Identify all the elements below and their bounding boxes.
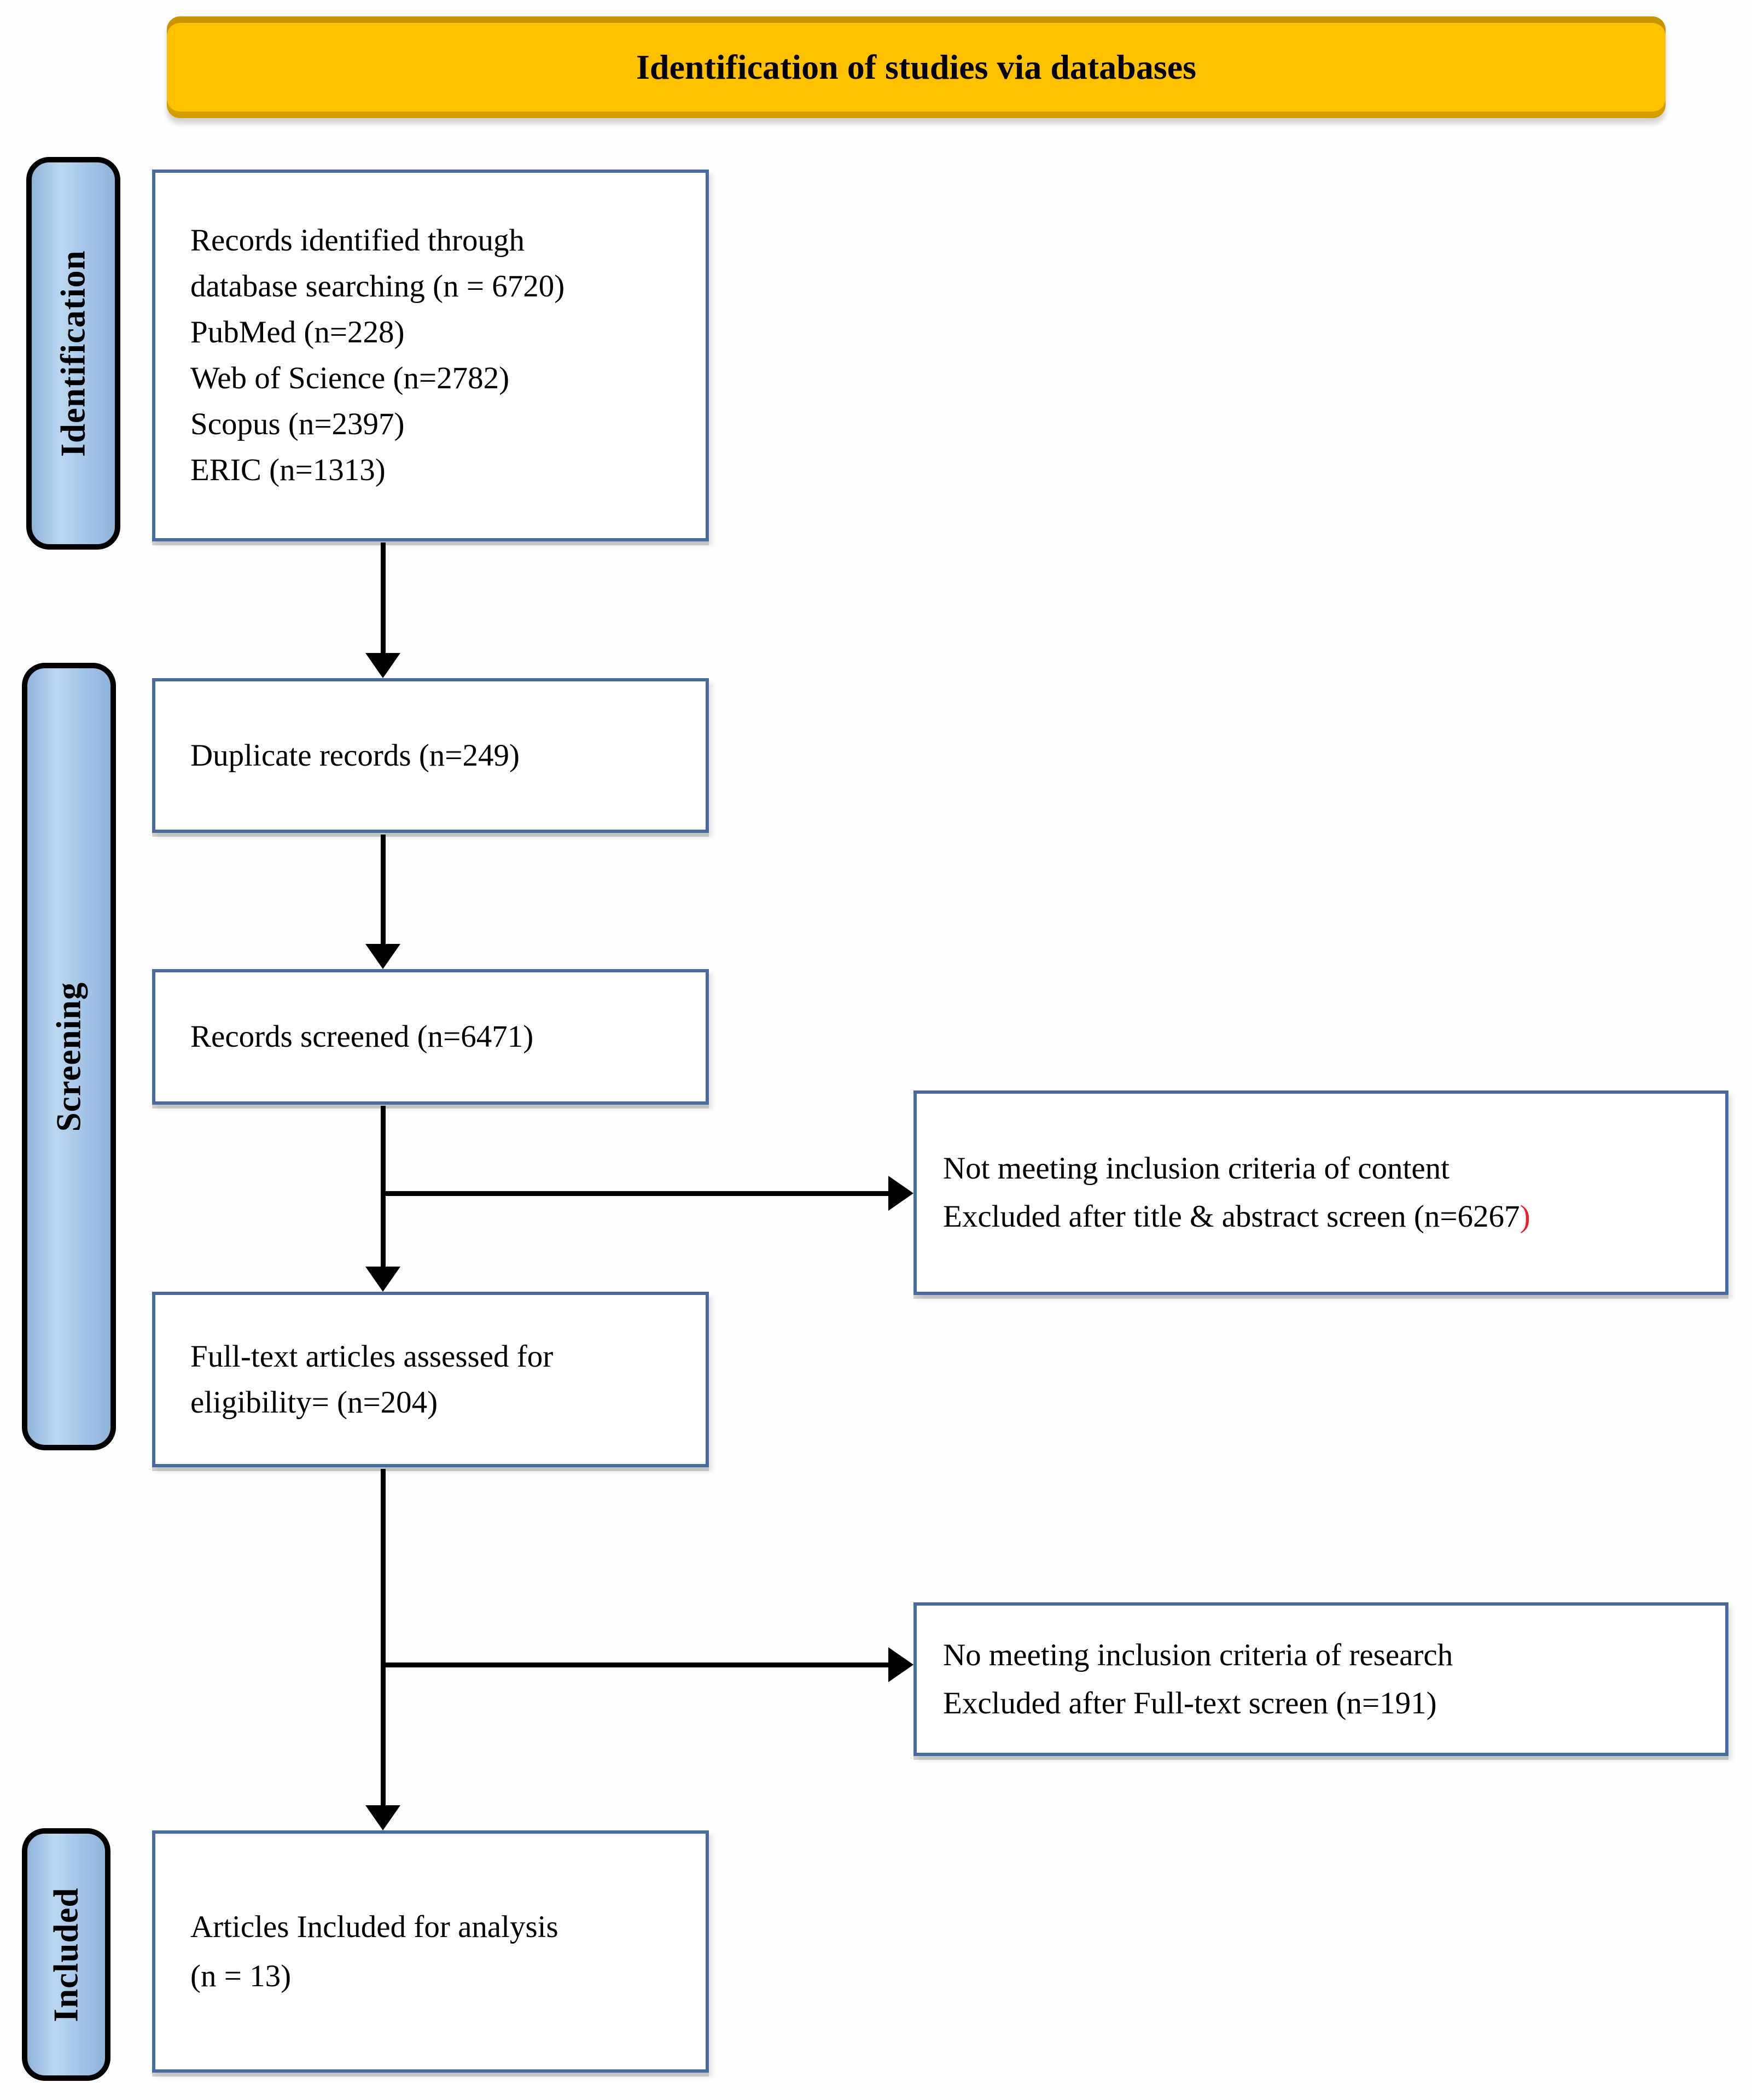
box-text-line: ERIC (n=1313) [190, 453, 386, 487]
box-text-line: Excluded after Full-text screen (n=191) [943, 1685, 1437, 1720]
box-text-line: Duplicate records (n=249) [190, 738, 520, 773]
box-articles-included: Articles Included for analysis (n = 13) [152, 1830, 709, 2073]
stage-label-identification: Identification [26, 157, 120, 550]
box-text-line: Records identified through [190, 223, 525, 258]
box-excluded-title-abstract: Not meeting inclusion criteria of conten… [913, 1090, 1728, 1295]
box-text-line: No meeting inclusion criteria of researc… [943, 1637, 1453, 1672]
box-text-line: PubMed (n=228) [190, 315, 405, 349]
box-text-line: Scopus (n=2397) [190, 407, 405, 441]
arrow-screened-to-fulltext-head [365, 1267, 400, 1292]
arrow-fulltext-to-included-line [381, 1469, 386, 1806]
box-text-segment: Excluded after title & abstract screen (… [943, 1199, 1520, 1234]
box-text-line: Articles Included for analysis [190, 1909, 558, 1944]
arrow-screened-to-fulltext-line [381, 1106, 386, 1268]
box-text-line: database searching (n = 6720) [190, 269, 565, 304]
arrow-duplicates-to-screened-head [365, 944, 400, 969]
arrow-branch-to-excluded1-head [888, 1176, 913, 1211]
banner: Identification of studies via databases [167, 16, 1666, 118]
box-text-line: eligibility= (n=204) [190, 1385, 438, 1420]
stage-label-text: Included [46, 1887, 85, 2022]
arrow-branch-to-excluded2-line [383, 1662, 889, 1667]
box-fulltext-assessed: Full-text articles assessed for eligibil… [152, 1292, 709, 1467]
arrow-fulltext-to-included-head [365, 1805, 400, 1830]
stage-label-included: Included [22, 1828, 110, 2081]
arrow-duplicates-to-screened-line [381, 835, 386, 945]
arrow-branch-to-excluded1-line [383, 1191, 889, 1196]
red-paren: ) [1520, 1199, 1530, 1234]
stage-label-text: Identification [54, 249, 92, 457]
box-text-line: Web of Science (n=2782) [190, 361, 510, 395]
arrow-identified-to-duplicates-head [365, 653, 400, 678]
box-text-line: Not meeting inclusion criteria of conten… [943, 1151, 1450, 1186]
box-records-identified: Records identified through database sear… [152, 170, 709, 541]
box-text-line: (n = 13) [190, 1958, 292, 1993]
box-text-line: Records screened (n=6471) [190, 1019, 534, 1054]
stage-label-text: Screening [49, 982, 88, 1131]
box-records-screened: Records screened (n=6471) [152, 969, 709, 1105]
box-excluded-fulltext: No meeting inclusion criteria of researc… [913, 1602, 1728, 1756]
box-text-line: Full-text articles assessed for [190, 1339, 554, 1374]
banner-title: Identification of studies via databases [636, 48, 1197, 86]
stage-label-screening: Screening [22, 663, 116, 1450]
arrow-branch-to-excluded2-head [888, 1647, 913, 1682]
arrow-identified-to-duplicates-line [381, 542, 386, 655]
box-duplicate-records: Duplicate records (n=249) [152, 678, 709, 833]
box-text-line: Excluded after title & abstract screen (… [943, 1193, 1714, 1241]
